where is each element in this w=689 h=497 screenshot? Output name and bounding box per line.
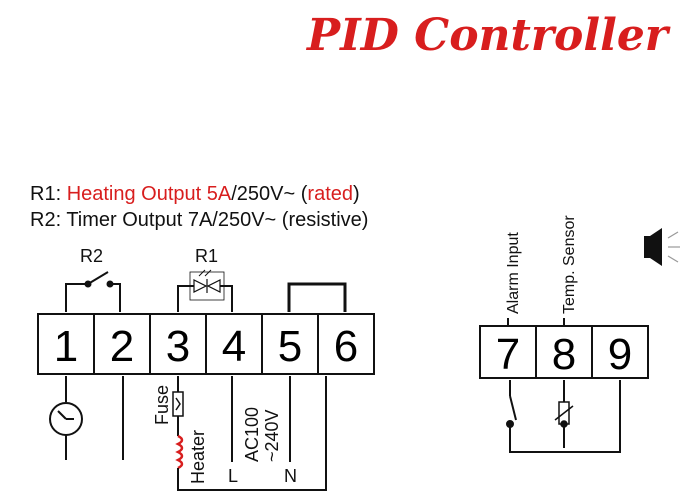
terminal-7: 7 xyxy=(496,330,520,379)
terminal-block-left: 1 2 3 4 5 6 xyxy=(37,313,375,375)
thermistor-icon xyxy=(554,380,574,448)
ssr-icon xyxy=(177,269,233,312)
speaker-icon xyxy=(644,228,680,266)
ac-voltage-line2: ~240V xyxy=(262,409,282,462)
terminal-9: 9 xyxy=(608,330,632,379)
fuse-icon xyxy=(172,391,184,417)
legend-r2: R2: Timer Output 7A/250V~ (resistive) xyxy=(30,209,368,231)
terminal-5: 5 xyxy=(278,322,302,371)
relay-r1-label: R1 xyxy=(195,246,218,266)
terminal-1: 1 xyxy=(54,322,78,371)
legend-r1: R1: Heating Output 5A/250V~ (rated) xyxy=(30,183,360,205)
terminal-3: 3 xyxy=(166,322,190,371)
line-l-label: L xyxy=(228,466,238,486)
temp-sensor-label: Temp. Sensor xyxy=(561,215,578,314)
diagram-title: PID Controller xyxy=(305,10,671,61)
heater-coil-icon xyxy=(175,434,184,470)
terminal-5-6-bridge xyxy=(287,282,347,312)
relay-r2-label: R2 xyxy=(80,246,103,266)
terminal-2: 2 xyxy=(110,322,134,371)
common-return-wire xyxy=(509,380,621,453)
terminal-4: 4 xyxy=(222,322,246,371)
terminal-6: 6 xyxy=(334,322,358,371)
ac-voltage-line1: AC100 xyxy=(242,407,262,462)
heater-label: Heater xyxy=(188,430,208,484)
heater-return-wire xyxy=(177,376,327,491)
switch-icon xyxy=(506,380,517,448)
alarm-input-label: Alarm Input xyxy=(505,232,522,314)
terminal-block-right: 7 8 9 xyxy=(479,325,649,379)
terminal-8: 8 xyxy=(552,330,576,379)
clock-icon xyxy=(49,402,83,436)
line-n-label: N xyxy=(284,466,297,486)
fuse-label: Fuse xyxy=(152,385,172,425)
switch-icon xyxy=(65,271,121,312)
